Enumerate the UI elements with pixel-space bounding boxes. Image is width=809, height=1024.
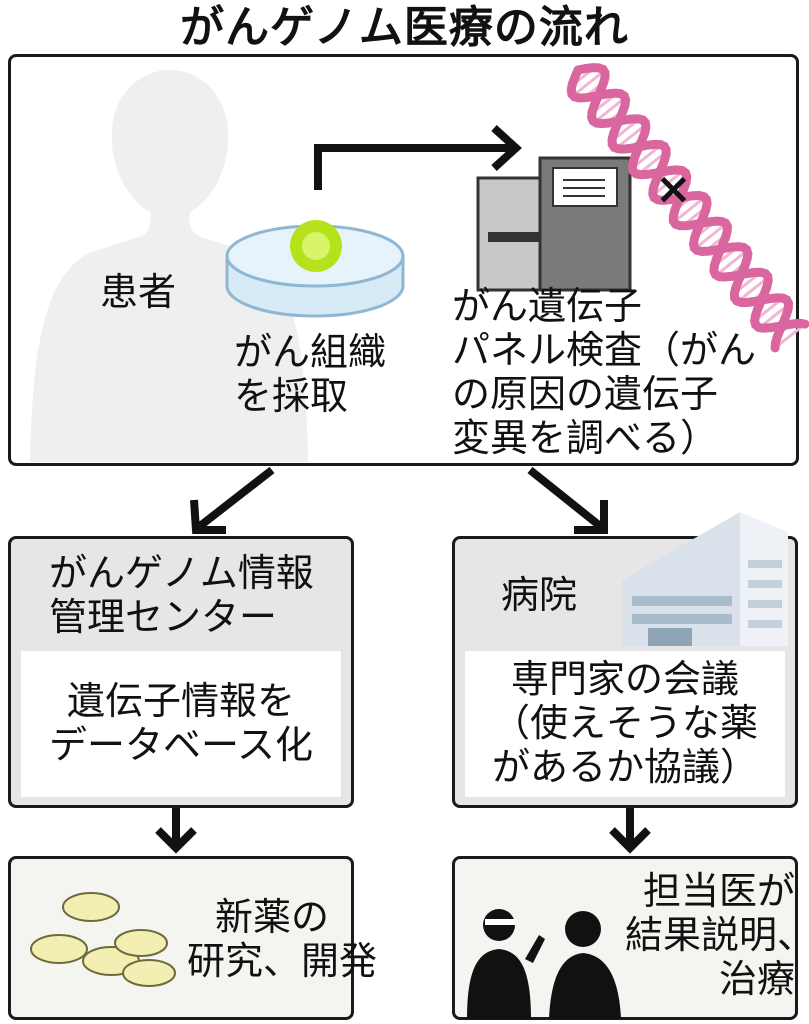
genome-center-box: がんゲノム情報 管理センター 遺伝子情報を データベース化 [8, 536, 354, 808]
flow-arrow-to-center [190, 466, 275, 534]
panel-test-line: がん遺伝子 [452, 284, 643, 328]
tissue-label-line: を採取 [234, 374, 349, 418]
doctor-explanation-line: 結果説明、 [625, 913, 809, 957]
dna-rung [693, 222, 728, 250]
genome-center-title-line: 管理センター [49, 595, 278, 639]
mutation-mark [660, 176, 687, 203]
hospital-content-line: （使えそうな薬 [491, 701, 758, 745]
flow-arrow-to-doctor [609, 808, 651, 854]
hospital-content: 専門家の会議 （使えそうな薬 があるか協議） [465, 651, 785, 797]
petri-dish-icon [225, 220, 405, 318]
panel-test-line: の原因の遺伝子 [452, 372, 719, 416]
pills-icon [30, 892, 176, 987]
tissue-label-line: がん組織 [234, 330, 387, 374]
hospital-box: 病院 専門家の会議 （使えそうな薬 があるか協議） [452, 536, 798, 808]
panel-test-line: パネル検査（がん [452, 328, 757, 372]
genome-center-content-text: 遺伝子情報を データベース化 [21, 679, 341, 767]
doctor-explanation-line: 治療 [718, 957, 795, 1001]
doctor-explanation-text: 担当医が 結果説明、 治療 [625, 869, 809, 1001]
dna-rung [593, 96, 627, 124]
doctor-explanation-box: 担当医が 結果説明、 治療 [452, 856, 809, 1020]
hospital-content-text: 専門家の会議 （使えそうな薬 があるか協議） [465, 657, 785, 789]
dna-rung [572, 69, 606, 97]
panel-test-line: 変異を調べる） [452, 416, 719, 460]
flow-arrow-to-drugs [155, 808, 197, 854]
person-silhouette-icon [30, 70, 308, 462]
drug-development-text: 新薬の 研究、開発 [187, 895, 378, 983]
flow-arrow-to-hospital [527, 466, 608, 534]
dna-rung [736, 276, 769, 303]
dna-rung [615, 123, 647, 150]
dna-strand [573, 63, 809, 333]
dna-strand [566, 65, 794, 353]
drug-development-box: 新薬の 研究、開発 [8, 856, 378, 1020]
dna-rung [774, 322, 806, 350]
drug-development-line: 研究、開発 [187, 939, 378, 983]
hospital-content-line: があるか協議） [491, 745, 758, 789]
drug-development-line: 新薬の [214, 895, 329, 939]
doctor-explanation-line: 担当医が [642, 869, 795, 913]
dna-helix-icon [566, 63, 809, 353]
tissue-label: がん組織 を採取 [234, 330, 386, 418]
hospital-content-line: 専門家の会議 [510, 657, 739, 701]
sequencer-machine-icon [476, 156, 632, 292]
page-title: がんゲノム医療の流れ [180, 2, 629, 53]
hospital-title: 病院 [501, 573, 578, 617]
genome-center-content-line: データベース化 [48, 723, 314, 767]
flow-arrow-to-test [314, 125, 522, 190]
genome-center-content: 遺伝子情報を データベース化 [21, 651, 341, 797]
genome-center-content-line: 遺伝子情報を [66, 679, 295, 723]
patient-label: 患者 [100, 270, 177, 314]
panel-test-label: がん遺伝子 パネル検査（がん の原因の遺伝子 変異を調べる） [452, 284, 756, 460]
genome-center-title: がんゲノム情報 管理センター [49, 551, 314, 639]
dna-rung [672, 196, 706, 224]
genome-center-title-line: がんゲノム情報 [49, 551, 314, 595]
doctors-silhouette-icon [467, 909, 621, 1019]
dna-rung [715, 249, 749, 277]
